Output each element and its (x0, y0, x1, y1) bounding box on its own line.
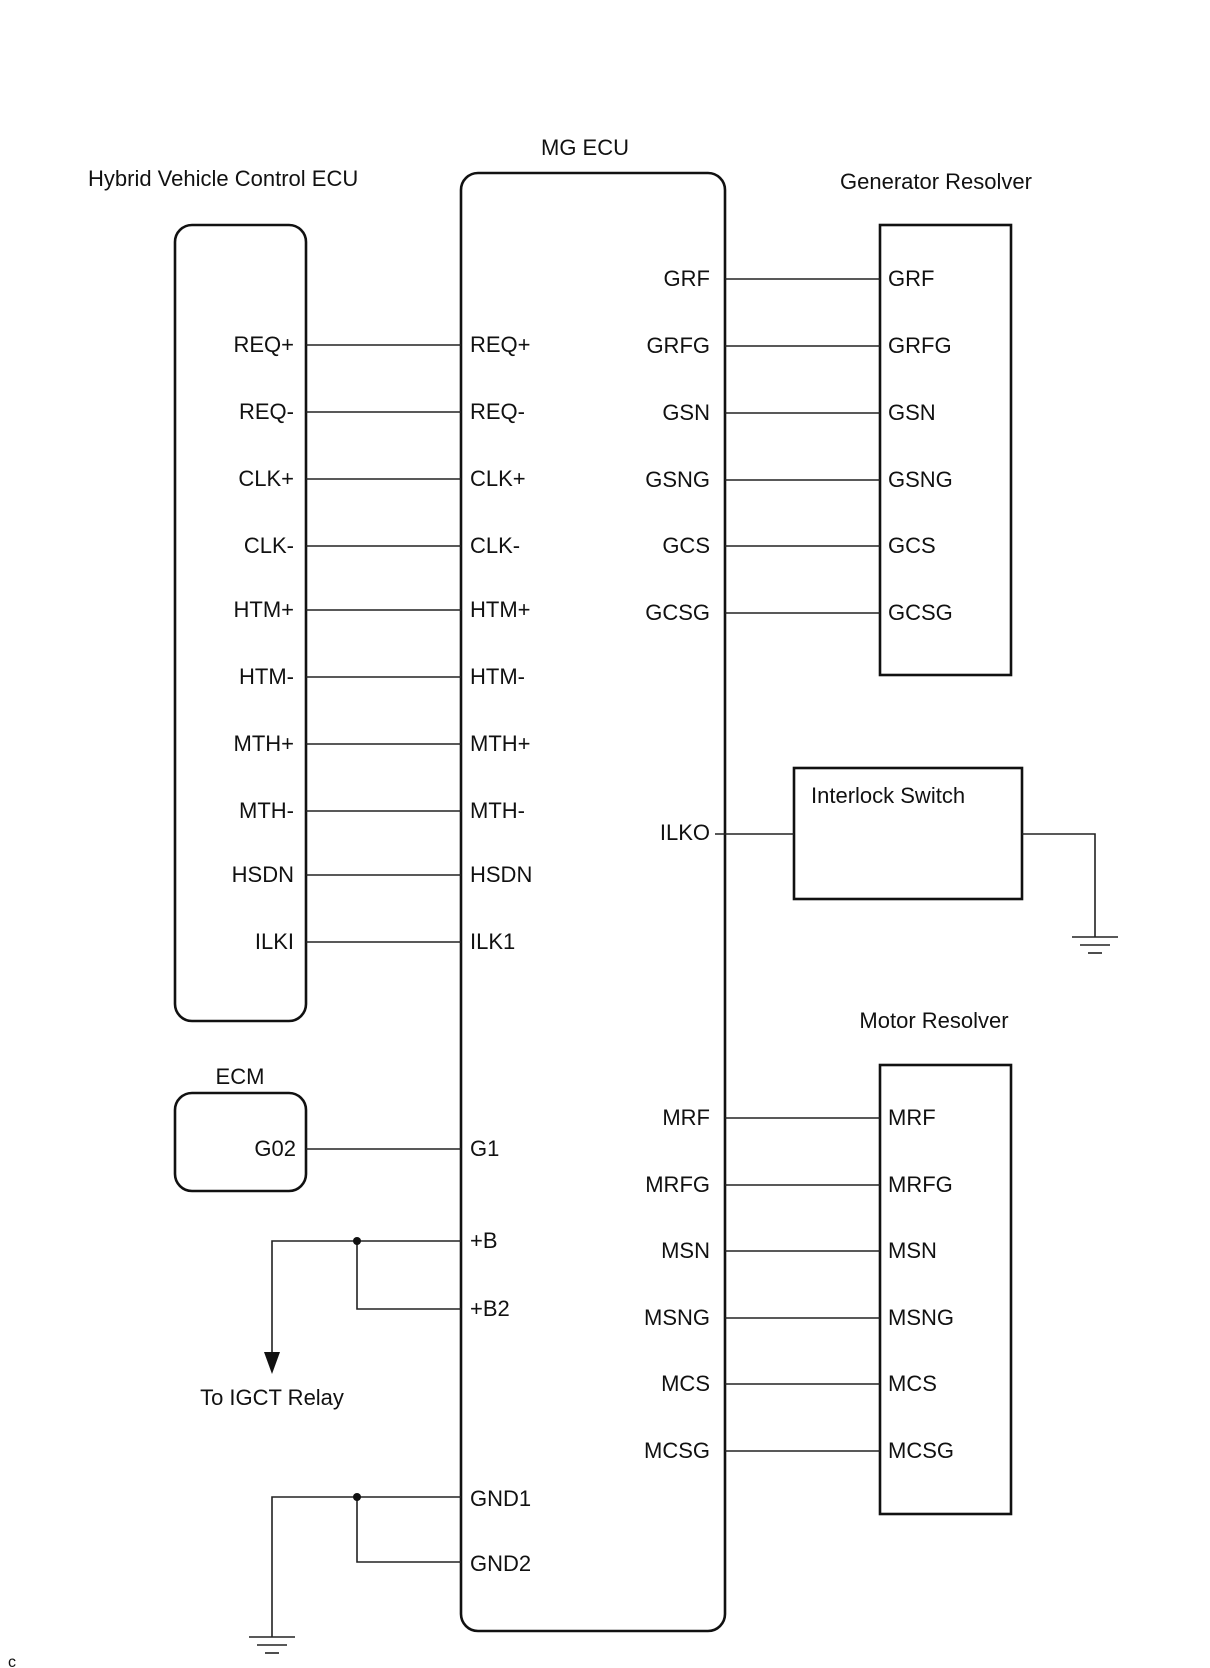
ground-junction-dot (353, 1493, 361, 1501)
mg-pin-mcs: MCS (661, 1371, 710, 1396)
motor-resolver-box (878, 1063, 1013, 1516)
hv-pin-mth-minus: MTH- (239, 798, 294, 823)
mg-pin-b2: +B2 (470, 1296, 510, 1321)
mg-pin-req-plus: REQ+ (470, 332, 531, 357)
igct-relay-label: To IGCT Relay (200, 1385, 344, 1410)
motor-resolver-pin-msn: MSN (888, 1238, 937, 1263)
hv-pin-hsdn: HSDN (232, 862, 294, 887)
mg-pin-ilk1: ILK1 (470, 929, 515, 954)
mg-ecu-box (459, 171, 727, 1633)
gen-resolver-pin-gsng: GSNG (888, 467, 953, 492)
interlock-ground-icon (1072, 936, 1118, 954)
generator-resolver-box (878, 223, 1013, 677)
gen-resolver-pin-grfg: GRFG (888, 333, 952, 358)
mg-pin-gcsg: GCSG (645, 600, 710, 625)
hv-pin-ilki: ILKI (255, 929, 294, 954)
mg-pin-htm-plus: HTM+ (470, 597, 531, 622)
ecm-box (173, 1091, 308, 1193)
mg-pin-gnd1: GND1 (470, 1486, 531, 1511)
gnd2-branch-wire (356, 1497, 461, 1563)
motor-resolver-pin-msng: MSNG (888, 1305, 954, 1330)
mg-pin-b: +B (470, 1228, 498, 1253)
mg-pin-grfg: GRFG (646, 333, 710, 358)
hv-pin-htm-minus: HTM- (239, 664, 294, 689)
mg-pin-htm-minus: HTM- (470, 664, 525, 689)
mg-pin-mrfg: MRFG (645, 1172, 710, 1197)
mg-pin-ilko: ILKO (660, 820, 710, 845)
ecu-ground-icon (249, 1636, 295, 1654)
motor-resolver-pin-mrf: MRF (888, 1105, 936, 1130)
ecm-title: ECM (216, 1064, 265, 1089)
igct-arrow-icon (264, 1352, 280, 1374)
mg-pin-gsng: GSNG (645, 467, 710, 492)
interlock-switch-label: Interlock Switch (811, 783, 965, 808)
gen-resolver-pin-grf: GRF (888, 266, 934, 291)
mg-pin-mth-plus: MTH+ (470, 731, 531, 756)
gen-resolver-pin-gsn: GSN (888, 400, 936, 425)
hv-pin-clk-minus: CLK- (244, 533, 294, 558)
mg-pin-g1: G1 (470, 1136, 499, 1161)
motor-resolver-pin-mcs: MCS (888, 1371, 937, 1396)
mg-pin-msng: MSNG (644, 1305, 710, 1330)
mg-pin-hsdn: HSDN (470, 862, 532, 887)
power-wire (271, 1240, 461, 1355)
mg-pin-mrf: MRF (662, 1105, 710, 1130)
mg-pin-gsn: GSN (662, 400, 710, 425)
hv-pin-req-plus: REQ+ (233, 332, 294, 357)
mg-ecu-title: MG ECU (541, 135, 629, 160)
generator-resolver-title: Generator Resolver (840, 169, 1032, 194)
mg-pin-gcs: GCS (662, 533, 710, 558)
power-junction-dot (353, 1237, 361, 1245)
hv-pin-htm-plus: HTM+ (234, 597, 295, 622)
mg-pin-mth-minus: MTH- (470, 798, 525, 823)
mg-pin-req-minus: REQ- (470, 399, 525, 424)
corner-mark: c (8, 1654, 16, 1668)
motor-resolver-pin-mrfg: MRFG (888, 1172, 953, 1197)
hv-pin-req-minus: REQ- (239, 399, 294, 424)
motor-resolver-title: Motor Resolver (859, 1008, 1008, 1033)
mg-pin-clk-plus: CLK+ (470, 466, 526, 491)
motor-resolver-pin-mcsg: MCSG (888, 1438, 954, 1463)
hv-pin-mth-plus: MTH+ (234, 731, 295, 756)
mg-pin-msn: MSN (661, 1238, 710, 1263)
gen-resolver-pin-gcs: GCS (888, 533, 936, 558)
mg-pin-grf: GRF (664, 266, 710, 291)
ecm-pin-g02: G02 (254, 1136, 296, 1161)
hv-ecu-title: Hybrid Vehicle Control ECU (88, 166, 358, 191)
mg-pin-mcsg: MCSG (644, 1438, 710, 1463)
interlock-ground-wire (1022, 833, 1096, 937)
b2-branch-wire (356, 1241, 461, 1310)
mg-pin-gnd2: GND2 (470, 1551, 531, 1576)
hv-ecu-box (173, 223, 308, 1023)
hv-pin-clk-plus: CLK+ (238, 466, 294, 491)
gen-resolver-pin-gcsg: GCSG (888, 600, 953, 625)
mg-pin-clk-minus: CLK- (470, 533, 520, 558)
ground-wire (271, 1496, 461, 1637)
